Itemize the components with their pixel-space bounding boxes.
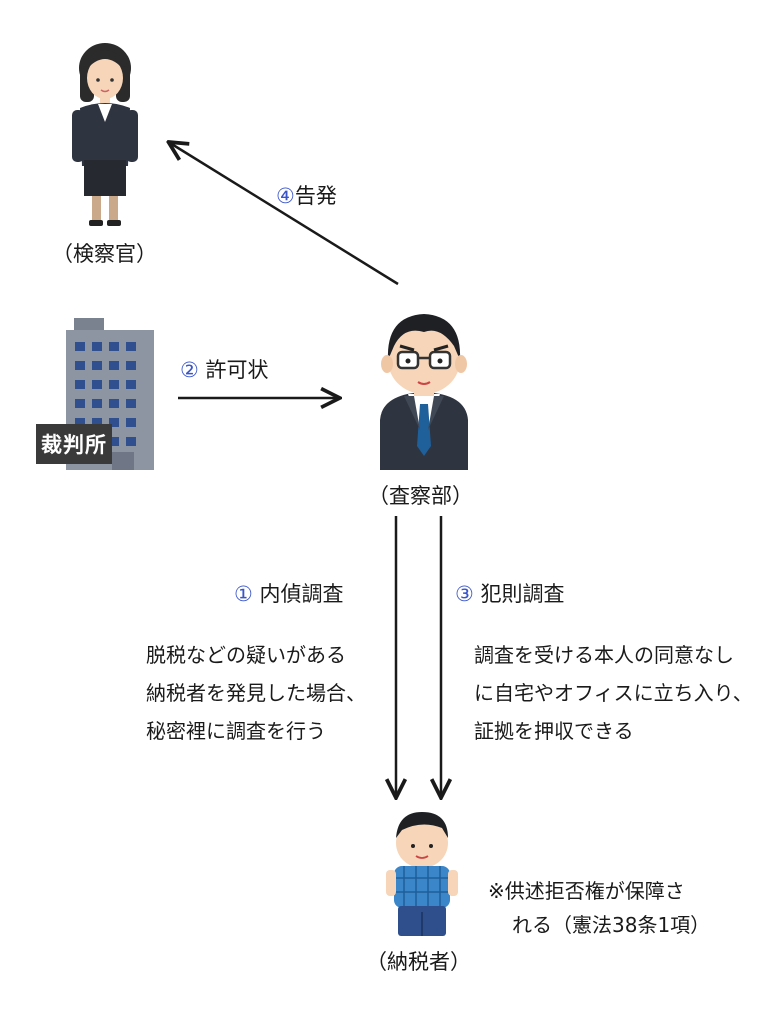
prosecutor-figure (72, 43, 138, 226)
description-line: 証拠を押収できる (474, 719, 634, 743)
step-2-warrant: ② 許可状 (180, 354, 269, 384)
description-line: 脱税などの疑いがある (146, 643, 346, 667)
step-4-number: ④ (276, 184, 295, 208)
right-to-silence-note: ※供述拒否権が保障さ れる（憲法38条1項） (488, 874, 710, 942)
note-line: ※供述拒否権が保障さ (488, 879, 685, 903)
court-sign-label: 裁判所 (41, 433, 107, 457)
step-2-label: 許可状 (205, 358, 269, 382)
prosecutor-label: （検察官） (52, 242, 157, 266)
court-building (36, 318, 154, 470)
step-1-label: 内偵調査 (259, 582, 344, 606)
taxpayer-figure (386, 812, 458, 936)
step-3-number: ③ (455, 582, 474, 606)
description-line: 秘密裡に調査を行う (146, 719, 326, 743)
step-1-number: ① (234, 582, 253, 606)
description-line: に自宅やオフィスに立ち入り、 (474, 681, 753, 705)
step-4-label: 告発 (294, 184, 337, 208)
internal-investigation-description: 脱税などの疑いがある 納税者を発見した場合、 秘密裡に調査を行う (146, 636, 366, 750)
note-line: れる（憲法38条1項） (512, 913, 711, 937)
arrow-accusation (170, 143, 399, 286)
description-line: 納税者を発見した場合、 (146, 681, 366, 705)
investigator-figure (380, 314, 468, 470)
step-1-internal-investigation: ① 内偵調査 (234, 578, 344, 608)
taxpayer-label: （納税者） (366, 950, 471, 974)
criminal-investigation-description: 調査を受ける本人の同意なし に自宅やオフィスに立ち入り、 証拠を押収できる (474, 636, 753, 750)
step-3-criminal-investigation: ③ 犯則調査 (455, 578, 565, 608)
step-2-number: ② (180, 358, 199, 382)
description-line: 調査を受ける本人の同意なし (474, 643, 734, 667)
investigation-dept-label: （査察部） (368, 484, 473, 508)
step-3-label: 犯則調査 (480, 582, 565, 606)
step-4-accusation: ④告発 (276, 180, 337, 210)
